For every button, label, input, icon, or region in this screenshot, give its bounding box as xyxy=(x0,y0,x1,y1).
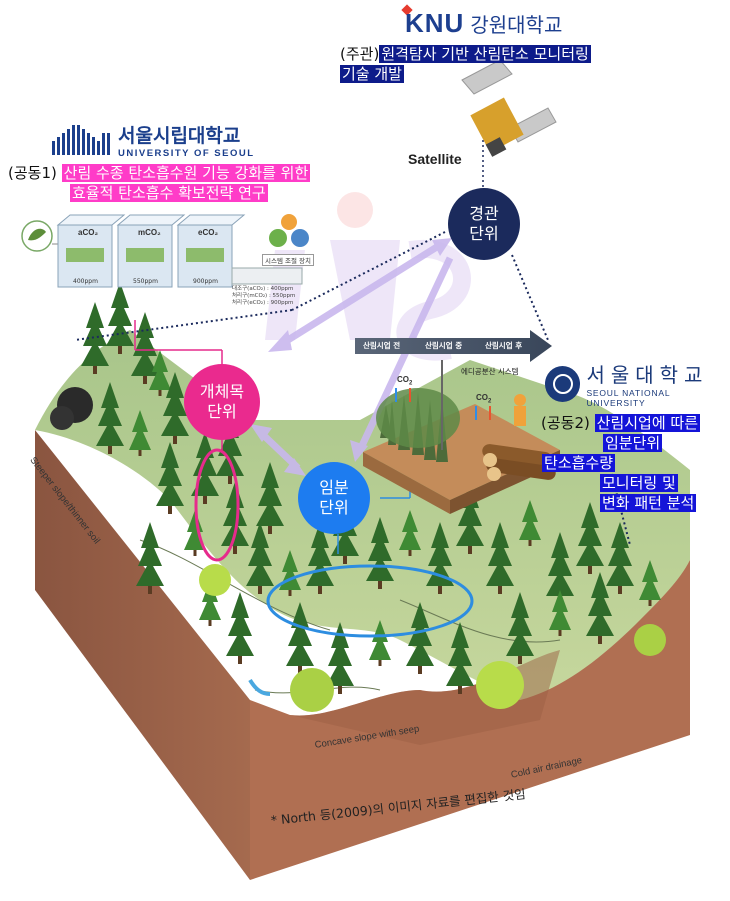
chamber-label-a: aCO₂ xyxy=(78,228,99,237)
uos-logo: 서울시립대학교 UNIVERSITY OF SEOUL xyxy=(52,121,255,159)
joint2-role-line2: 임분단위 xyxy=(603,434,663,452)
uos-logo-mark xyxy=(52,125,110,155)
chamber-ppm-a: 400ppm xyxy=(73,278,98,285)
co2-label-left: CO2 xyxy=(397,375,413,387)
lead-role-prefix: (주관) xyxy=(340,45,380,63)
joint2-role-line1: 산림시업에 따른 xyxy=(594,414,701,432)
timeline-during: 산림시업 중 xyxy=(425,341,463,350)
stand-scale-line1: 임분 xyxy=(319,478,349,497)
stand-plot-illustration xyxy=(363,360,560,514)
timeline-before: 산림시업 전 xyxy=(363,341,401,350)
forest-trees xyxy=(50,282,666,712)
legend-line: 대조구(aCO₂) : 400ppm xyxy=(232,286,294,292)
chamber-ppm-e: 900ppm xyxy=(193,278,218,285)
snu-logo: 서울대학교 SEOUL NATIONAL UNIVERSITY xyxy=(545,359,730,408)
control-system-label: 시스템 조절 장치 xyxy=(262,254,314,266)
co2-label-right: CO2 xyxy=(476,393,492,405)
joint1-role-line1: 산림 수종 탄소흡수원 기능 강화를 위한 xyxy=(61,164,311,182)
timeline-arrow xyxy=(355,330,552,362)
joint2-role-line3: 탄소흡수량 xyxy=(542,454,616,472)
joint1-role-text: (공동1) 산림 수종 탄소흡수원 기능 강화를 위한 효율적 탄소흡수 확보전… xyxy=(8,163,311,203)
joint2-role-prefix: (공동2) xyxy=(541,414,590,432)
snu-logo-english: SEOUL NATIONAL UNIVERSITY xyxy=(586,388,671,408)
tree-scale-line2: 단위 xyxy=(207,402,237,421)
joint1-role-line2: 효율적 탄소흡수 확보전략 연구 xyxy=(70,184,268,202)
joint2-role-line5-wrap: 변화 패턴 분석 xyxy=(600,493,697,513)
lead-role-line1: 원격탐사 기반 산림탄소 모니터링 xyxy=(379,45,591,63)
joint2-role-line2-wrap: 임분단위 xyxy=(603,433,663,453)
stand-highlight-ellipse xyxy=(266,564,474,638)
satellite-label: Satellite xyxy=(408,151,462,167)
landscape-scale-line2: 단위 xyxy=(469,224,499,243)
knu-logo: KNU 강원대학교 xyxy=(405,8,562,39)
uos-logo-english: UNIVERSITY OF SEOUL xyxy=(118,148,255,159)
landscape-scale-line1: 경관 xyxy=(469,204,499,223)
joint2-role-prefix-line: (공동2) 산림시업에 따른 xyxy=(541,413,701,433)
joint2-role-line4: 모니터링 및 xyxy=(600,474,678,492)
control-system-legend: 대조구(aCO₂) : 400ppm 처리구(mCO₂) : 550ppm 처리… xyxy=(232,286,295,307)
joint2-role-line5: 변화 패턴 분석 xyxy=(600,494,697,512)
stand-scale-line2: 단위 xyxy=(319,498,349,517)
joint2-role-line4-wrap: 모니터링 및 xyxy=(600,473,678,493)
tree-scale-line1: 개체목 xyxy=(199,382,245,401)
legend-line: 처리구(mCO₂) : 550ppm xyxy=(232,293,296,299)
snu-emblem-icon xyxy=(545,365,581,402)
joint1-role-prefix: (공동1) xyxy=(8,164,57,182)
tree-highlight-ellipse xyxy=(194,448,240,562)
chamber-ppm-m: 550ppm xyxy=(133,278,158,285)
joint2-role-line3-wrap: 탄소흡수량 xyxy=(542,453,616,473)
timeline-after: 산림시업 후 xyxy=(485,341,523,350)
chamber-label-m: mCO₂ xyxy=(138,228,161,237)
lead-role-line2: 기술 개발 xyxy=(340,65,404,83)
knu-logo-mark: KNU xyxy=(405,8,465,38)
knu-logo-name: 강원대학교 xyxy=(470,13,563,37)
uos-logo-korean: 서울시립대학교 xyxy=(118,125,241,147)
chamber-label-e: eCO₂ xyxy=(198,228,219,237)
lead-role-text: (주관)원격탐사 기반 산림탄소 모니터링 기술 개발 xyxy=(340,44,591,84)
satellite-illustration xyxy=(461,59,557,157)
snu-logo-korean: 서울대학교 xyxy=(586,363,709,387)
treatment-timeline: 산림시업 전 산림시업 중 산림시업 후 xyxy=(355,339,549,355)
co2-chamber-illustration xyxy=(21,214,309,288)
eddy-covariance-label: 에디공분산 시스템 xyxy=(461,367,519,376)
legend-line: 처리구(eCO₂) : 900ppm xyxy=(232,300,294,306)
